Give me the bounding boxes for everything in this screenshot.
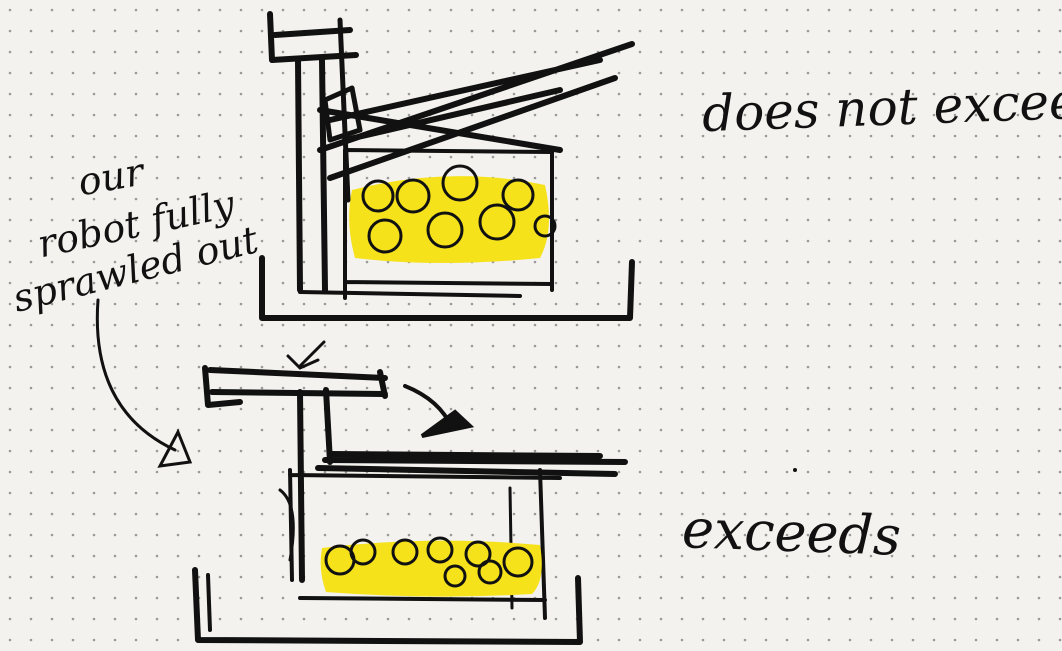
note-line-1: our xyxy=(75,153,146,202)
ink-speck xyxy=(793,468,797,472)
bottom-game-pieces xyxy=(321,541,542,597)
label-does-not-exceed: does not exceed xyxy=(701,75,1062,139)
label-exceeds: exceeds xyxy=(681,502,902,564)
